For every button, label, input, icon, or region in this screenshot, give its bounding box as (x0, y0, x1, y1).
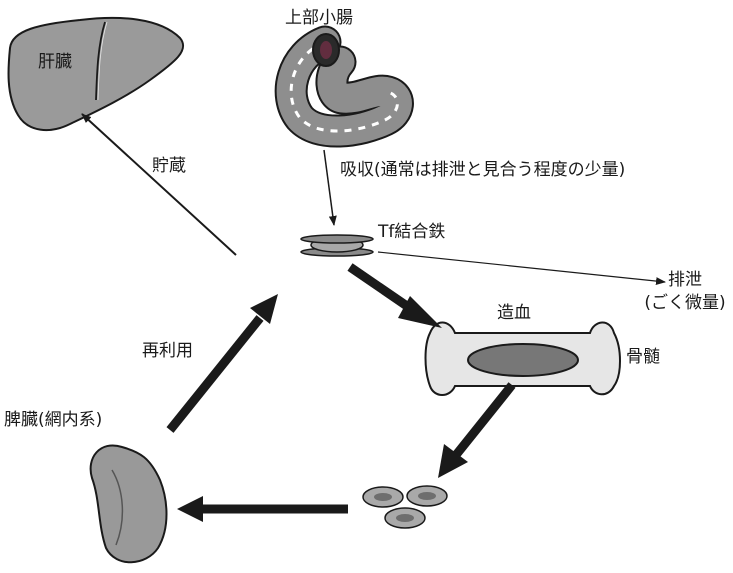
intestine-illustration (291, 34, 397, 131)
spleen-label: 脾臓(網内系) (4, 410, 102, 430)
tf-iron-label: Tf結合鉄 (378, 222, 445, 242)
liver-illustration (8, 18, 183, 130)
liver-label: 肝臓 (38, 52, 72, 72)
hematopoiesis-label: 造血 (497, 303, 531, 323)
intestine-label: 上部小腸 (285, 8, 353, 28)
excretion-label-line2: (ごく微量) (640, 293, 730, 313)
arrow-to-bone-marrow (350, 267, 442, 328)
arrow-reuse (170, 294, 278, 430)
arrow-to-spleen (177, 496, 348, 522)
storage-label: 貯蔵 (152, 156, 186, 176)
bone-marrow-illustration (426, 322, 621, 395)
arrow-absorption (324, 150, 334, 225)
excretion-label-line1: 排泄 (640, 270, 730, 290)
arrow-storage (82, 114, 236, 255)
arrow-to-red-blood-cells (438, 385, 512, 478)
red-blood-cells-illustration (363, 486, 447, 528)
spleen-illustration (91, 445, 167, 562)
tf-iron-icon (301, 235, 373, 256)
bone-marrow-label: 骨髄 (626, 347, 660, 367)
arrow-excretion (378, 252, 665, 282)
reuse-label: 再利用 (142, 341, 193, 361)
absorption-label: 吸収(通常は排泄と見合う程度の少量) (340, 160, 625, 180)
